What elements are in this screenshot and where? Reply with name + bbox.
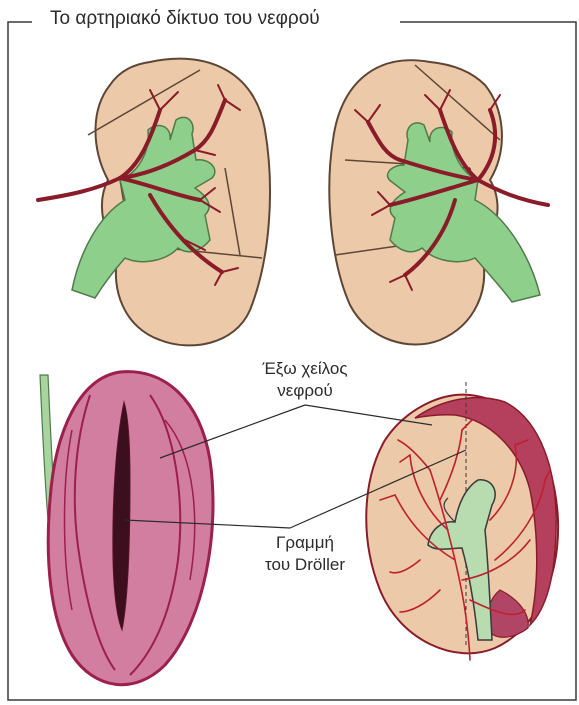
- kidney-bottom-left: [40, 372, 213, 685]
- label-outer-lip-line2: νεφρού: [230, 380, 380, 402]
- page-title: Το αρτηριακό δίκτυο του νεφρού: [40, 8, 330, 30]
- kidney-top-right: [329, 60, 548, 344]
- kidney-top-left: [38, 59, 270, 346]
- label-droller-line2: του Dröller: [240, 554, 370, 576]
- label-outer-lip: Έξω χείλος νεφρού: [230, 358, 380, 402]
- label-droller-line1: Γραμμή: [240, 532, 370, 554]
- kidney-bottom-right: [366, 382, 558, 660]
- kidney-bottom-left-body: [48, 372, 213, 685]
- label-droller-line: Γραμμή του Dröller: [240, 532, 370, 576]
- label-outer-lip-line1: Έξω χείλος: [230, 358, 380, 380]
